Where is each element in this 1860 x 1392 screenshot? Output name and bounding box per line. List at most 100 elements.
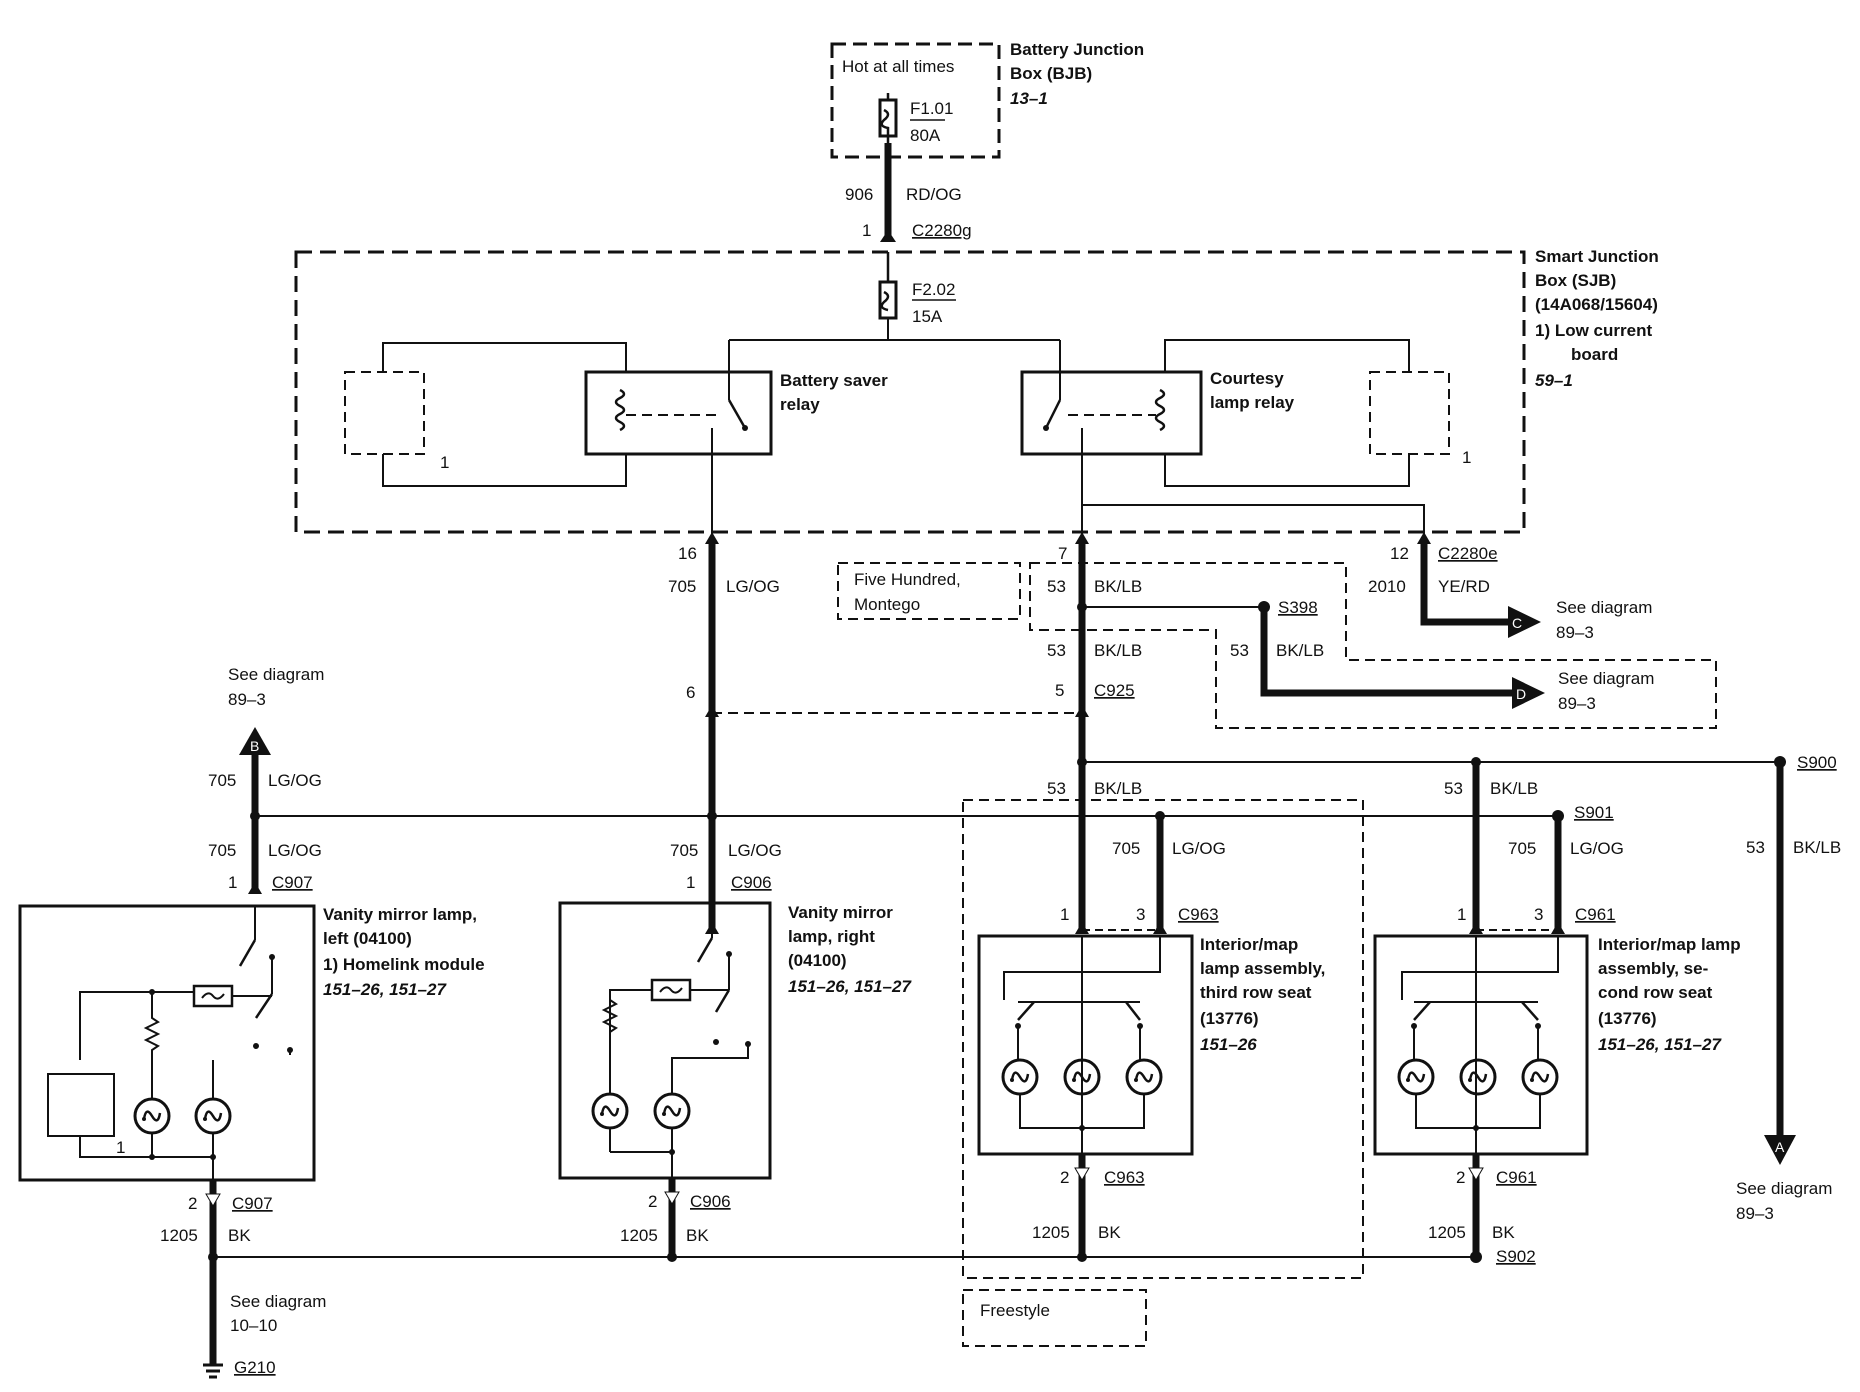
third-pin1: 1: [1060, 905, 1069, 924]
c2280g-pin: 1: [862, 221, 871, 240]
see-a-line-2: 89–3: [1736, 1204, 1774, 1223]
arrow-c-letter: C: [1512, 615, 1522, 631]
vanity-left-circuit: 705: [208, 841, 236, 860]
wire-906-circuit: 906: [845, 185, 873, 204]
vanity-left-connector: C907: [272, 873, 313, 892]
battery-saver-label-2: relay: [780, 395, 820, 414]
left-circuit-705: 705: [668, 577, 696, 596]
see-b-line-2: 89–3: [228, 690, 266, 709]
center-pin-5: 5: [1055, 681, 1064, 700]
second-pin3: 3: [1534, 905, 1543, 924]
fuse-f202-icon: [878, 280, 898, 320]
vanity-mirror-left: 705 LG/OG 1 C907 Vanity mirror lamp, lef…: [18, 841, 485, 1365]
second-title-2: assembly, se-: [1598, 959, 1708, 978]
vanity-right-pin: 1: [686, 873, 695, 892]
sjb-ref: 59–1: [1535, 371, 1573, 390]
third-bot-connector: C963: [1104, 1168, 1145, 1187]
left-pin-6: 6: [686, 683, 695, 702]
s900-circuit: 53: [1746, 838, 1765, 857]
s901-splice: S901: [1574, 803, 1614, 822]
ground-line-1: See diagram: [230, 1292, 326, 1311]
freestyle-label: Freestyle: [980, 1301, 1050, 1320]
wire-705-b: B See diagram 89–3 705 LG/OG: [208, 665, 324, 890]
courtesy-lamp-relay: [1020, 370, 1203, 456]
five-hundred-montego-box: Five Hundred, Montego: [837, 562, 1717, 729]
second-bot-circuit: 1205: [1428, 1223, 1466, 1242]
wire-906: 906 RD/OG 1 C2280g: [845, 143, 972, 242]
ground-line-2: 10–10: [230, 1316, 277, 1335]
wire-705-main: 16 705 LG/OG 6: [668, 532, 780, 930]
wire-2010: 12 C2280e 2010 YE/RD C See diagram 89–3: [1368, 532, 1652, 642]
c2280e-connector: C2280e: [1438, 544, 1498, 563]
battery-saver-switch-icon: [727, 399, 747, 429]
second-title-3: cond row seat: [1598, 983, 1713, 1002]
see-d-line-2: 89–3: [1558, 694, 1596, 713]
vanity-left-title-2: left (04100): [323, 929, 412, 948]
battery-saver-coil-icon: [614, 388, 626, 432]
arrow-b-letter: B: [250, 738, 259, 754]
s902-ground-bus: S902 See diagram 10–10 G210: [203, 1247, 1536, 1379]
see-d-line-1: See diagram: [1558, 669, 1654, 688]
third-c705: 705: [1112, 839, 1140, 858]
c2280e-pin: 12: [1390, 544, 1409, 563]
s398-branch: S398 53 BK/LB D See diagram 89–3: [1082, 598, 1654, 713]
center-color-2: BK/LB: [1094, 641, 1142, 660]
center-circuit-1: 53: [1047, 577, 1066, 596]
s900-splice: S900: [1797, 753, 1837, 772]
third-title-2: lamp assembly,: [1200, 959, 1325, 978]
see-c-line-1: See diagram: [1556, 598, 1652, 617]
courtesy-label-1: Courtesy: [1210, 369, 1284, 388]
fuse-f101-amp: 80A: [910, 126, 941, 145]
s901-bus: S901: [250, 803, 1614, 822]
vanity-left-pin: 1: [228, 873, 237, 892]
left-color: LG/OG: [726, 577, 780, 596]
second-c705: 705: [1508, 839, 1536, 858]
left-pin-16: 16: [678, 544, 697, 563]
center-circuit-2: 53: [1047, 641, 1066, 660]
second-title-4: (13776): [1598, 1009, 1657, 1028]
homelink-module-icon: [47, 1073, 115, 1137]
see-c-line-2: 89–3: [1556, 623, 1594, 642]
second-title-1: Interior/map lamp: [1598, 935, 1741, 954]
bjb-title-2: Box (BJB): [1010, 64, 1092, 83]
vanity-left-bot-color: BK: [228, 1226, 251, 1245]
second-ref: 151–26, 151–27: [1598, 1035, 1722, 1054]
third-color53: BK/LB: [1094, 779, 1142, 798]
vanity-right-circuit: 705: [670, 841, 698, 860]
battery-saver-relay: [584, 370, 773, 456]
fuse-f202-amp: 15A: [912, 307, 943, 326]
freestyle-box: Freestyle: [962, 1289, 1147, 1347]
vanity-left-title-1: Vanity mirror lamp,: [323, 905, 477, 924]
sjb-title-3: (14A068/15604): [1535, 295, 1658, 314]
battery-saver-label-1: Battery saver: [780, 371, 888, 390]
center-pin-7: 7: [1058, 544, 1067, 563]
c925-connector: C925: [1094, 681, 1135, 700]
bjb-title-1: Battery Junction: [1010, 40, 1144, 59]
arrow-d-icon: [1512, 677, 1545, 709]
third-bulb-1-icon: [1001, 1058, 1039, 1096]
second-connector: C961: [1575, 905, 1616, 924]
s398-circuit: 53: [1230, 641, 1249, 660]
third-bot-pin: 2: [1060, 1168, 1069, 1187]
third-color705: LG/OG: [1172, 839, 1226, 858]
s902-splice: S902: [1496, 1247, 1536, 1266]
sjb-note-1: 1) Low current: [1535, 321, 1652, 340]
third-pin3: 3: [1136, 905, 1145, 924]
vanity-right-bulb-1-icon: [591, 1092, 629, 1130]
c2280g-connector: C2280g: [912, 221, 972, 240]
vanity-left-note-mark: 1: [116, 1138, 125, 1157]
ground-icon: [203, 1363, 223, 1379]
five-hundred-line-1: Five Hundred,: [854, 570, 961, 589]
arrow-d-letter: D: [1516, 686, 1526, 702]
vanity-right-bot-pin: 2: [648, 1192, 657, 1211]
second-c53: 53: [1444, 779, 1463, 798]
vanity-left-bot-connector: C907: [232, 1194, 273, 1213]
s398-color: BK/LB: [1276, 641, 1324, 660]
vanity-right-bot-connector: C906: [690, 1192, 731, 1211]
arrow-a-letter: A: [1775, 1139, 1785, 1155]
arrow-c-icon: [1508, 606, 1541, 638]
third-connector: C963: [1178, 905, 1219, 924]
interior-lamp-second-row: 53 BK/LB 705 LG/OG 1 3 C961 Interior/map…: [1373, 762, 1741, 1256]
smart-junction-box: Smart Junction Box (SJB) (14A068/15604) …: [294, 247, 1659, 540]
